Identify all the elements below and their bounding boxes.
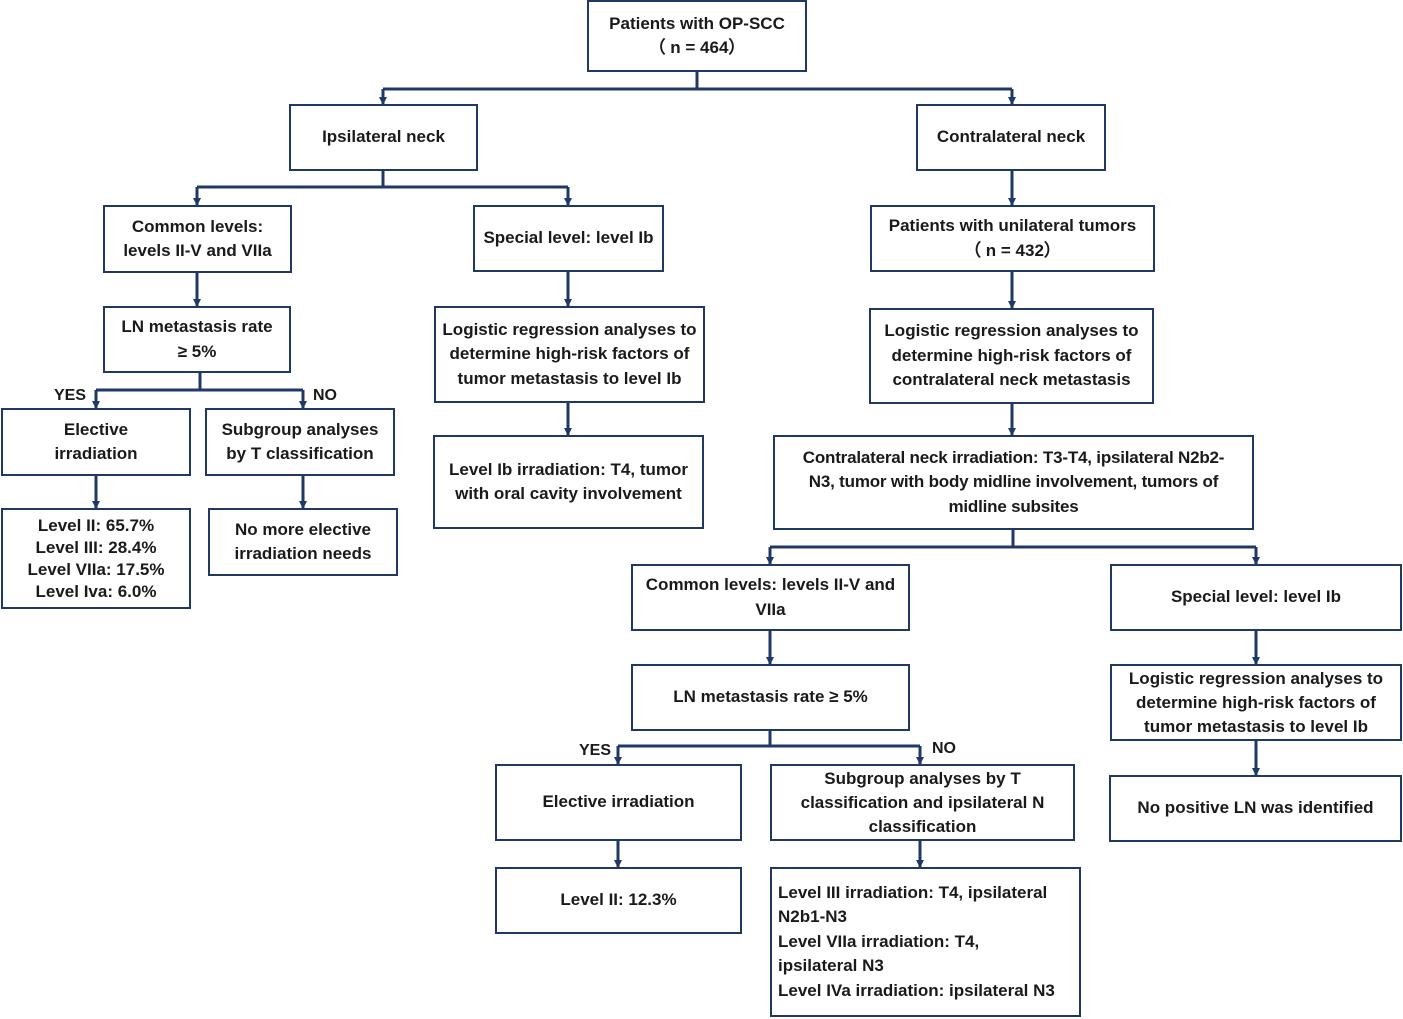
ipsi-logreg-line-3: tumor metastasis to level Ib (457, 368, 682, 388)
contra-elective-node: Elective irradiation (495, 764, 742, 841)
root-node: Patients with OP-SCC （ n = 464） (587, 0, 807, 72)
ipsi-ib-irradiation-node: Level Ib irradiation: T4, tumor with ora… (433, 435, 704, 529)
ipsi-subgroup-line-1: Subgroup analyses (221, 419, 379, 439)
contra-irr-line-1: Contralateral neck irradiation: T3-T4, i… (802, 447, 1225, 467)
root-node-line-1: Patients with OP-SCC (609, 13, 785, 33)
contra-levels-line-2: N2b1-N3 (778, 907, 847, 927)
ipsi-logistic-regression-node: Logistic regression analyses to determin… (434, 306, 705, 403)
contra-special-logreg-line-3: tumor metastasis to level Ib (1144, 716, 1368, 736)
ipsi-logreg-line-2: determine high-risk factors of (449, 344, 690, 364)
contralateral-neck-label: Contralateral neck (936, 127, 1086, 147)
ipsi-common-line-2: levels II-V and VIIa (123, 241, 272, 260)
ipsi-special-level-node: Special level: level Ib (473, 205, 664, 272)
ipsi-common-levels-node: Common levels: levels II-V and VIIa (103, 205, 292, 273)
ipsi-rate-node: LN metastasis rate ≥ 5% (103, 306, 291, 373)
ipsi-subgroup-node: Subgroup analyses by T classification (205, 408, 395, 476)
contra-level2-label: Level II: 12.3% (560, 890, 677, 910)
contra-no-positive-node: No positive LN was identified (1109, 775, 1402, 842)
ipsi-subgroup-line-2: by T classification (226, 444, 374, 463)
ipsi-rate-line-2: ≥ 5% (177, 341, 217, 361)
contra-common-levels-node: Common levels: levels II-V and VIIa (631, 564, 910, 631)
ipsi-no-more-node: No more elective irradiation needs (208, 508, 398, 576)
ipsi-nomore-line-2: irradiation needs (234, 544, 372, 563)
contra-logreg-line-3: contralateral neck metastasis (892, 370, 1131, 390)
ipsi-levels-line-3: Level VIIa: 17.5% (27, 559, 165, 579)
ipsi-yes-label: YES (54, 387, 87, 404)
contra-irr-line-3: midline subsites (948, 496, 1079, 516)
contra-logreg-line-2: determine high-risk factors of (891, 345, 1132, 365)
contra-subgroup-node: Subgroup analyses by T classification an… (770, 764, 1075, 841)
ipsi-nomore-line-1: No more elective (234, 519, 372, 539)
ipsi-special-label: Special level: level Ib (483, 228, 654, 248)
contra-nopos-label: No positive LN was identified (1137, 798, 1374, 818)
contra-special-logreg-line-2: determine high-risk factors of (1136, 692, 1376, 712)
ipsi-common-line-1: Common levels: (131, 216, 264, 236)
contra-rate-label: LN metastasis rate ≥ 5% (673, 687, 868, 707)
contra-levels-line-3: Level VIIa irradiation: T4, (778, 931, 980, 951)
contra-rate-node: LN metastasis rate ≥ 5% (631, 664, 910, 731)
ipsi-elective-node: Elective irradiation (1, 408, 191, 476)
ipsi-ib-irr-line-2: with oral cavity involvement (455, 484, 682, 503)
contra-levels-result-node: Level III irradiation: T4, ipsilateral N… (770, 867, 1081, 1017)
contra-special-logistic-regression-node: Logistic regression analyses to determin… (1110, 664, 1402, 741)
ipsi-rate-line-1: LN metastasis rate (121, 317, 273, 336)
ipsilateral-neck-node: Ipsilateral neck (289, 104, 478, 171)
ipsilateral-neck-label: Ipsilateral neck (322, 127, 445, 147)
contra-common-line-2: VIIa (755, 599, 786, 619)
contralateral-neck-node: Contralateral neck (916, 104, 1106, 171)
unilateral-tumors-node: Patients with unilateral tumors （ n = 43… (870, 205, 1155, 272)
ipsi-no-label: NO (313, 387, 337, 404)
ipsi-ib-irr-line-1: Level Ib irradiation: T4, tumor (449, 459, 688, 479)
contra-logistic-regression-node: Logistic regression analyses to determin… (869, 308, 1154, 404)
unilateral-line-2: （ n = 432） (964, 240, 1061, 260)
ipsi-logreg-line-1: Logistic regression analyses to (442, 319, 697, 339)
contra-levels-line-5: Level IVa irradiation: ipsilateral N3 (778, 980, 1055, 1000)
ipsi-levels-line-1: Level II: 65.7% (37, 515, 155, 535)
contra-logreg-line-1: Logistic regression analyses to (884, 321, 1139, 341)
contra-subgroup-line-3: classification (868, 816, 977, 836)
ipsi-levels-line-4: Level Iva: 6.0% (35, 581, 157, 601)
ipsi-levels-result-node: Level II: 65.7% Level III: 28.4% Level V… (1, 508, 191, 609)
contra-special-logreg-line-1: Logistic regression analyses to (1128, 668, 1384, 688)
contra-special-label: Special level: level Ib (1170, 587, 1342, 607)
ipsi-levels-line-2: Level III: 28.4% (35, 537, 157, 557)
contra-yes-label: YES (579, 742, 612, 759)
contra-elective-label: Elective irradiation (542, 792, 695, 812)
contra-subgroup-line-1: Subgroup analyses by T (824, 768, 1021, 788)
contra-levels-line-1: Level III irradiation: T4, ipsilateral (778, 882, 1048, 902)
contra-irradiation-node: Contralateral neck irradiation: T3-T4, i… (773, 435, 1254, 530)
contra-subgroup-line-2: classification and ipsilateral N (800, 792, 1045, 812)
ipsi-elective-line-1: Elective (63, 419, 129, 439)
contra-common-line-1: Common levels: levels II-V and (645, 575, 896, 594)
contra-no-label: NO (932, 740, 956, 757)
contra-level2-node: Level II: 12.3% (495, 867, 742, 934)
contra-levels-line-4: ipsilateral N3 (778, 956, 884, 976)
root-node-line-2: （ n = 464） (648, 38, 746, 57)
contra-special-level-node: Special level: level Ib (1110, 564, 1402, 631)
unilateral-line-1: Patients with unilateral tumors (888, 216, 1137, 235)
ipsi-elective-line-2: irradiation (54, 444, 138, 463)
contra-irr-line-2: N3, tumor with body midline involvement,… (808, 472, 1219, 492)
